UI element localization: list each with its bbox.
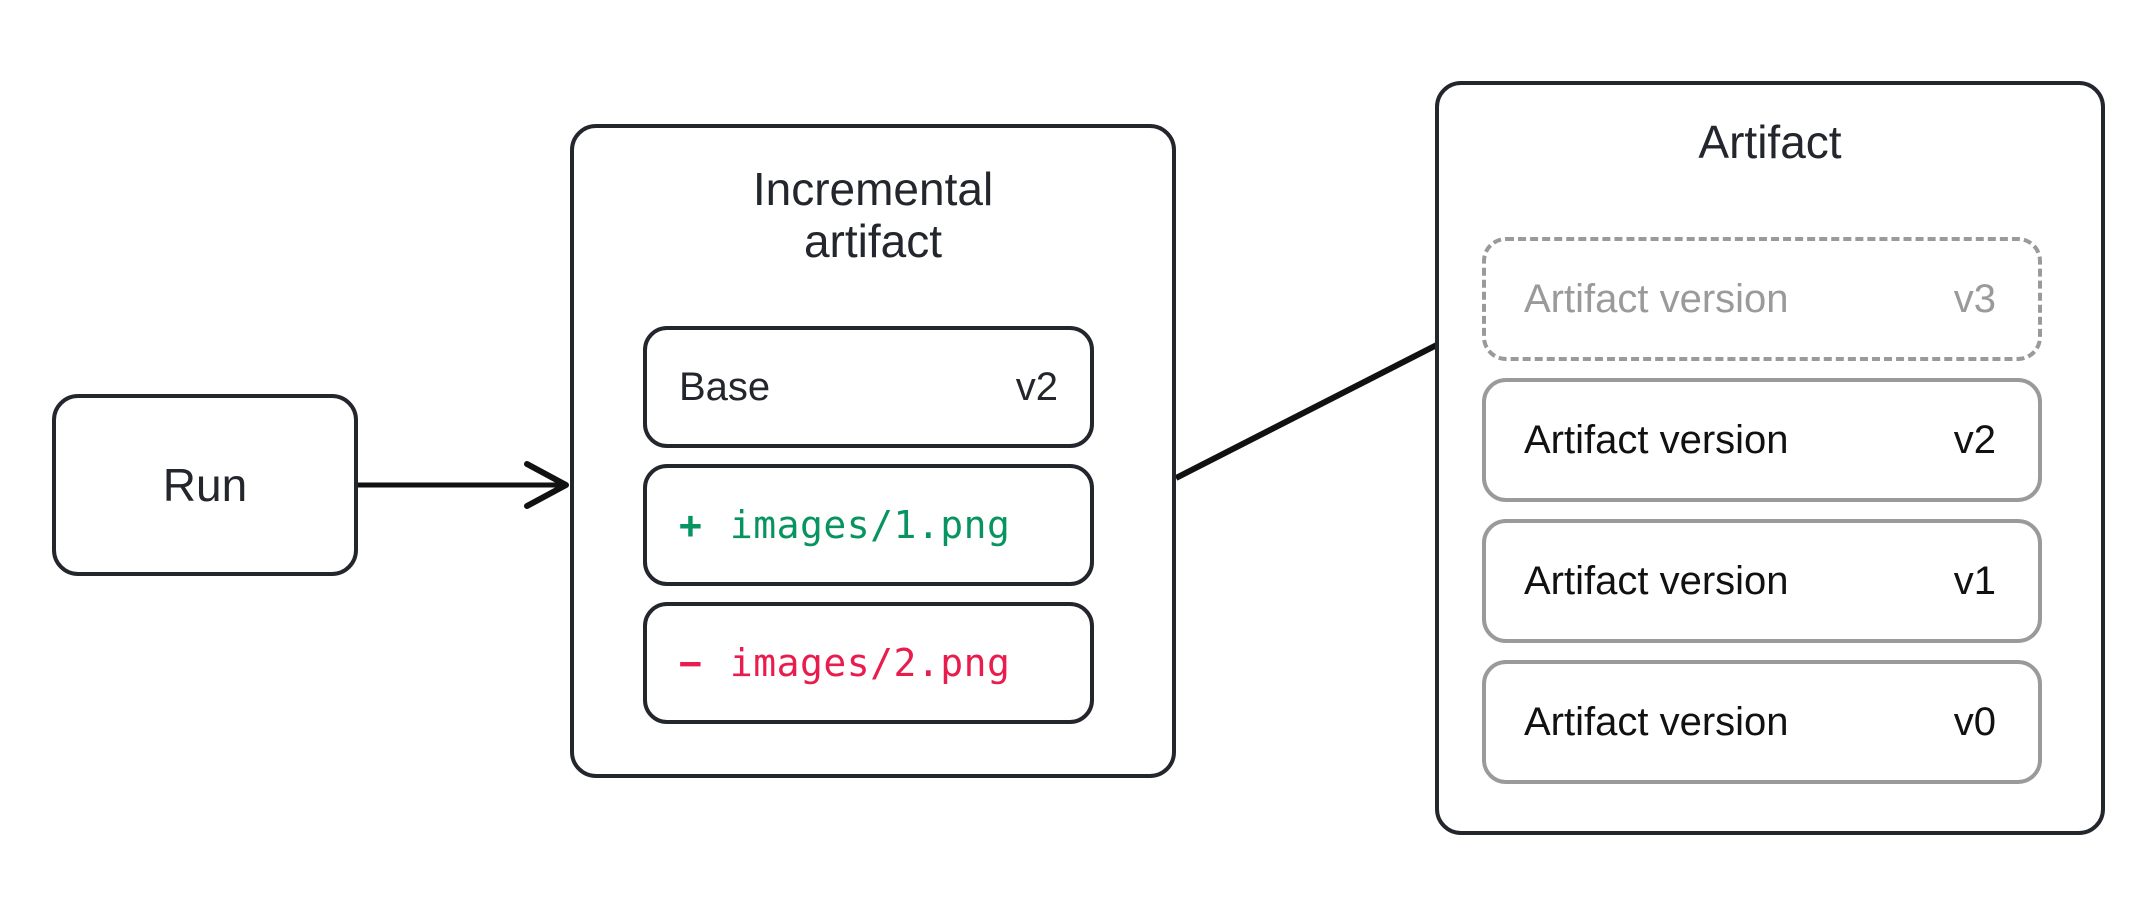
incremental-diff-added-row[interactable]: + images/1.png	[643, 464, 1094, 586]
artifact-node[interactable]: Artifact Artifact version v3 Artifact ve…	[1435, 81, 2105, 835]
artifact-version-label-v2: Artifact version	[1524, 417, 1789, 462]
artifact-version-row-v2[interactable]: Artifact version v2	[1482, 378, 2042, 502]
artifact-version-list: Artifact version v3 Artifact version v2 …	[1482, 237, 2042, 784]
artifact-version-tag-v0: v0	[1953, 699, 1996, 744]
arrow-incremental-to-artifact	[1174, 317, 1483, 481]
incremental-diff-deleted-path: images/2.png	[729, 641, 1011, 685]
artifact-version-label-v1: Artifact version	[1524, 558, 1789, 603]
run-node-label: Run	[162, 458, 248, 511]
artifact-version-row-v3[interactable]: Artifact version v3	[1482, 237, 2042, 361]
incremental-diff-added-path: images/1.png	[729, 503, 1011, 547]
incremental-base-row[interactable]: Base v2	[643, 326, 1094, 448]
artifact-version-label-v3: Artifact version	[1524, 276, 1789, 321]
incremental-diff-deleted-row[interactable]: − images/2.png	[643, 602, 1094, 724]
minus-icon: −	[679, 641, 702, 685]
incremental-artifact-title: Incremental artifact	[752, 163, 994, 267]
plus-icon: +	[679, 503, 702, 547]
artifact-title: Artifact	[1698, 116, 1842, 168]
incremental-artifact-node[interactable]: Incremental artifact Base v2 + images/1.…	[570, 124, 1176, 778]
artifact-version-tag-v2: v2	[1953, 417, 1996, 462]
run-node[interactable]: Run	[52, 394, 358, 576]
incremental-base-label: Base	[679, 364, 771, 409]
artifact-version-tag-v3: v3	[1953, 276, 1996, 321]
artifact-version-label-v0: Artifact version	[1524, 699, 1789, 744]
artifact-version-tag-v1: v1	[1953, 558, 1996, 603]
incremental-rows: Base v2 + images/1.png − images/2.png	[643, 326, 1094, 724]
artifact-version-row-v1[interactable]: Artifact version v1	[1482, 519, 2042, 643]
arrow-run-to-incremental	[358, 461, 569, 509]
artifact-version-row-v0[interactable]: Artifact version v0	[1482, 660, 2042, 784]
incremental-base-version: v2	[1015, 364, 1058, 409]
